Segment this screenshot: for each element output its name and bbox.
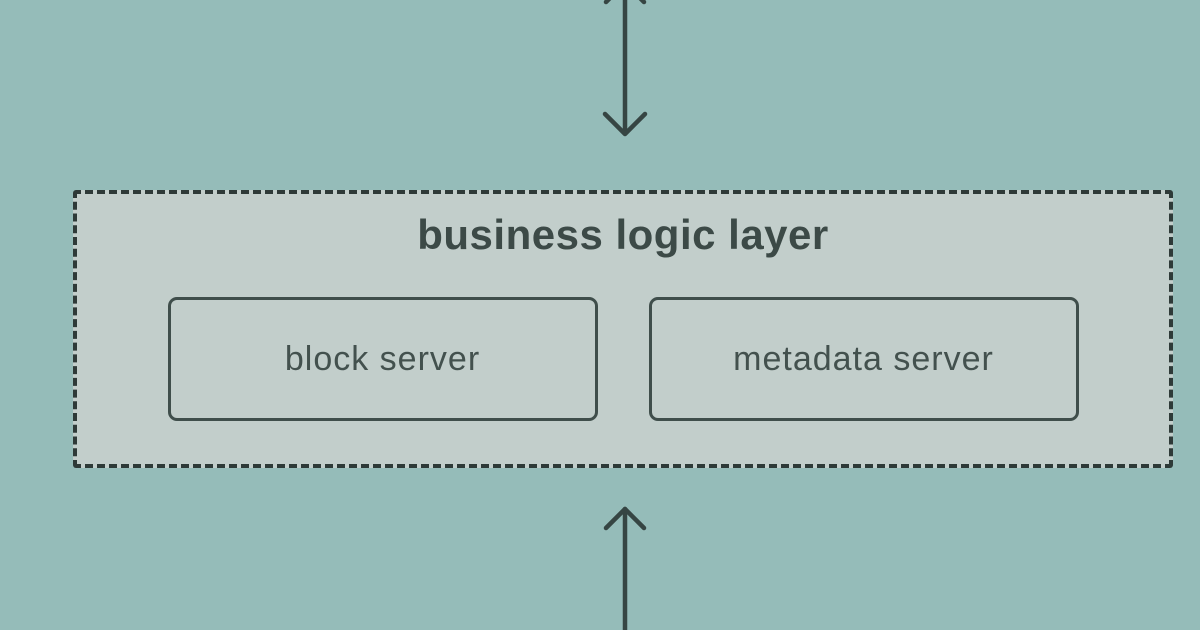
business-logic-layer-group: business logic layer block server metada… bbox=[73, 190, 1173, 468]
node-row: block server metadata server bbox=[77, 297, 1169, 421]
top-arrow-up-arrowhead-icon bbox=[603, 0, 647, 5]
node-label: block server bbox=[284, 339, 481, 378]
node-metadata-server: metadata server bbox=[648, 297, 1079, 421]
bottom-arrow-up-arrowhead-icon bbox=[603, 506, 647, 531]
group-title: business logic layer bbox=[417, 211, 829, 258]
bottom-connector-arrow bbox=[603, 506, 647, 630]
node-label: metadata server bbox=[733, 339, 994, 378]
top-connector-arrow bbox=[602, 0, 648, 137]
node-block-server: block server bbox=[167, 297, 598, 421]
top-arrow-down-arrowhead-icon bbox=[602, 111, 648, 137]
